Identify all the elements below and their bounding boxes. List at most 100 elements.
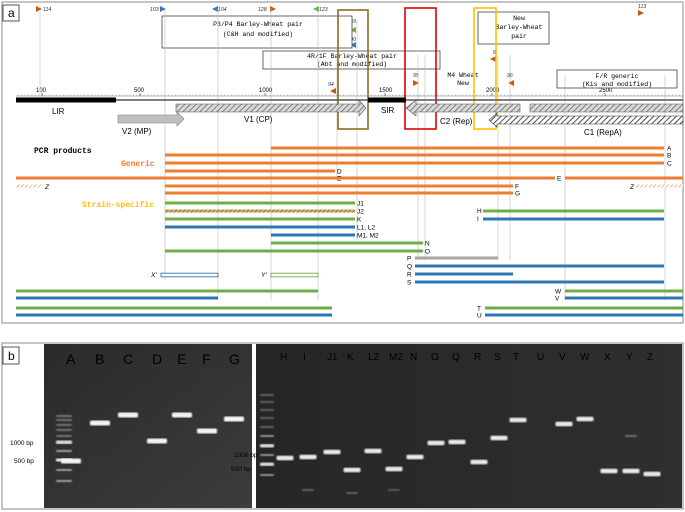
pcr-product-letter: C xyxy=(667,161,672,168)
ladder-band xyxy=(260,417,274,419)
gel-lane-label: S xyxy=(494,352,501,363)
ladder-band xyxy=(56,449,72,453)
gel-band xyxy=(172,412,192,418)
panel-a-tag-box xyxy=(2,4,20,22)
orf-v1-arrow xyxy=(175,99,367,117)
ladder-band xyxy=(56,434,72,438)
gel-band xyxy=(118,412,138,418)
gel-band-faint xyxy=(388,489,400,491)
gel-lane-label: V xyxy=(559,352,566,363)
ruler-tick-label: 1500 xyxy=(379,88,393,94)
ladder-band xyxy=(56,479,72,483)
pcr-product-bar xyxy=(165,184,513,188)
primer-number: 95 xyxy=(413,73,419,79)
ladder-band xyxy=(260,444,274,448)
pcr-product-bar xyxy=(415,264,664,268)
pcr-product-letter: J2 xyxy=(357,209,364,216)
primer-number: 114 xyxy=(43,7,51,13)
generic-title: Generic xyxy=(121,160,155,169)
pcr-product-letter: D xyxy=(337,169,342,176)
orf-c2-arrow-part xyxy=(529,103,684,113)
ladder-band xyxy=(260,474,274,476)
gel-lane-label: E xyxy=(177,351,186,367)
pcr-product-bar xyxy=(165,161,664,165)
orf-v1-label: V1 (CP) xyxy=(244,115,273,124)
panel-b-tag-box xyxy=(2,346,20,365)
primer-number: 8 xyxy=(493,50,496,56)
pcr-product-letter: P xyxy=(407,256,411,263)
gel-band xyxy=(555,421,573,427)
pcr-product-bar xyxy=(16,184,42,188)
pcr-product-bar xyxy=(165,249,423,253)
ladder-band xyxy=(56,428,72,432)
gel-band xyxy=(448,439,466,445)
ruler-tick-label: 2500 xyxy=(599,88,613,94)
primer-number: 94 xyxy=(328,82,334,88)
pcr-product-letter: H xyxy=(477,208,482,215)
primer-arrow-icon xyxy=(212,6,218,12)
pcr-products-title: PCR products xyxy=(34,147,92,156)
pcr-product-bar xyxy=(565,176,683,180)
pcr-product-bar xyxy=(415,280,664,284)
ruler-tick-label: 100 xyxy=(36,88,47,94)
gel-band xyxy=(147,438,167,444)
pcr-product-letter: E xyxy=(557,176,562,183)
primer-number: 123 xyxy=(319,7,328,13)
pcr-product-bar xyxy=(415,256,498,260)
m4-line2: New xyxy=(457,80,469,87)
primer-pair-box-fr: F/R generic (Kis and modified) xyxy=(556,69,678,89)
strain-specific-title: Strain-specific xyxy=(82,201,154,210)
orf-v2-arrow xyxy=(117,111,185,127)
pcr-product-letter: S xyxy=(407,280,412,287)
primer-arrow-icon xyxy=(160,6,166,12)
pcr-product-bar xyxy=(271,233,355,237)
ladder-band xyxy=(56,418,72,422)
gel-lane-label: X xyxy=(604,352,611,363)
gel-band xyxy=(343,467,361,473)
pcr-product-letter: U xyxy=(477,313,482,320)
primer-number: 103 xyxy=(150,7,159,13)
pcr-product-letter: O xyxy=(425,249,430,256)
pcr-product-bar xyxy=(415,272,513,276)
primer-pair-box-p3p4: P3/P4 Barley-Wheat pair (C&H and modifie… xyxy=(161,15,353,49)
gel-band xyxy=(509,417,527,423)
gel-band xyxy=(470,459,488,465)
gel-band-faint xyxy=(346,492,358,494)
gel-band xyxy=(406,454,424,460)
gel-band xyxy=(643,471,661,477)
gel-right xyxy=(256,344,682,508)
pcr-product-bar xyxy=(485,313,683,317)
pcr-product-bar xyxy=(165,209,355,213)
pcr-product-bar xyxy=(165,225,355,229)
pcr-product-letter: Q xyxy=(407,264,412,271)
gel-band-faint xyxy=(302,489,314,491)
gel-lane-label: F xyxy=(202,351,211,367)
gel-lane-label: M2 xyxy=(389,352,403,363)
orf-c1-arrow xyxy=(488,112,684,128)
gel-lane-label: W xyxy=(580,352,590,363)
gel-band xyxy=(490,435,508,441)
primer-arrow-icon xyxy=(270,6,276,12)
new-line2: Barley-Wheat xyxy=(496,24,543,31)
pcr-product-bar xyxy=(16,289,318,293)
4r1f-line1: 4R/1F Barley-Wheat pair xyxy=(307,53,397,60)
highlight-box-red xyxy=(404,7,437,130)
new-line3: pair xyxy=(511,33,527,40)
ladder-band xyxy=(260,394,274,396)
pcr-product-letter: Z xyxy=(629,184,635,191)
gel-lane-label: Z xyxy=(647,352,653,363)
gel-band xyxy=(576,416,594,422)
pcr-product-letter: L1, L2 xyxy=(357,225,375,232)
gel-lane-label: T xyxy=(513,352,519,363)
gel-lane-label: N xyxy=(410,352,417,363)
gel-band xyxy=(224,416,244,422)
pcr-product-bar xyxy=(483,209,664,213)
gel-band xyxy=(276,455,294,461)
ladder-band xyxy=(260,401,274,403)
pcr-product-bar xyxy=(165,169,335,173)
pcr-product-bar xyxy=(16,313,332,317)
gel-band-faint xyxy=(625,435,637,437)
